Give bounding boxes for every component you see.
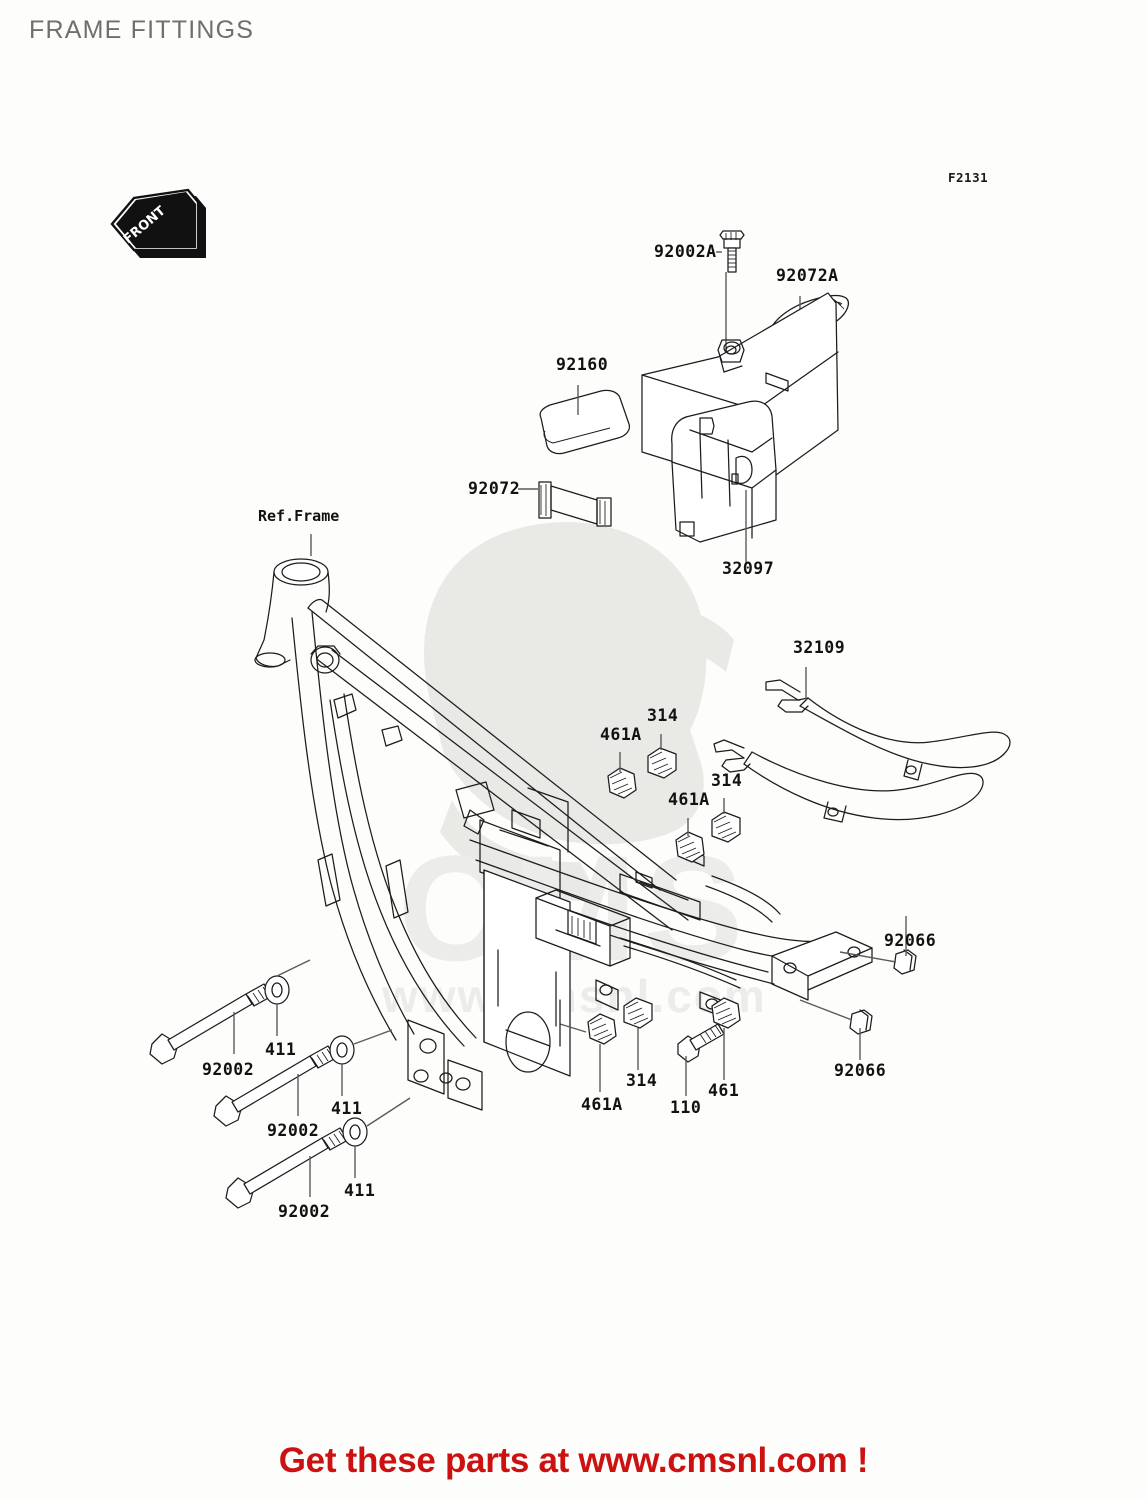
part-314-nut-right <box>711 798 741 843</box>
part-callout-32109: 32109 <box>793 638 845 657</box>
part-callout-461A: 461A <box>600 725 642 744</box>
part-callout-411: 411 <box>344 1181 375 1200</box>
part-ref-frame <box>254 534 873 1111</box>
part-callout-32097: 32097 <box>722 559 774 578</box>
part-callout-314: 314 <box>626 1071 657 1090</box>
page-title: FRAME FITTINGS <box>29 16 255 44</box>
part-461A-nut-lower <box>675 818 705 863</box>
part-callout-314: 314 <box>647 706 678 725</box>
part-92002-bolt-1 <box>149 983 273 1065</box>
part-461-nut-bottom <box>711 997 741 1080</box>
part-110-bolt <box>677 1023 725 1096</box>
svg-text:www.cmsnl.com: www.cmsnl.com <box>381 970 767 1022</box>
part-callout-92066: 92066 <box>884 931 936 950</box>
part-callout-92002: 92002 <box>202 1060 254 1079</box>
part-411-washer-3 <box>342 1097 411 1178</box>
part-92066-plug-lower <box>799 999 873 1060</box>
callout-labels: 92002A92072A92160920723209732109461A3144… <box>202 242 936 1221</box>
part-461A-nut-bottom <box>559 999 617 1092</box>
part-callout-92002: 92002 <box>267 1121 319 1140</box>
part-callout-92072: 92072 <box>468 479 520 498</box>
footer-promo: Get these parts at www.cmsnl.com ! <box>278 1441 869 1480</box>
part-32109-guard-bar <box>713 667 1011 823</box>
part-callout-461: 461 <box>708 1081 739 1100</box>
part-callout-92072A: 92072A <box>776 266 839 285</box>
part-callout-461A: 461A <box>668 790 710 809</box>
part-callout-314: 314 <box>711 771 742 790</box>
part-callout-411: 411 <box>331 1099 362 1118</box>
part-callout-92002A: 92002A <box>654 242 717 261</box>
part-92072-band <box>518 481 612 527</box>
part-411-washer-2 <box>329 1029 393 1096</box>
part-callout-411: 411 <box>265 1040 296 1059</box>
diagram-code: F2131 <box>948 170 989 185</box>
part-callout-461A: 461A <box>581 1095 623 1114</box>
part-92002-bolt-3 <box>225 1127 349 1209</box>
ref-frame-label: Ref.Frame <box>258 507 339 525</box>
part-32097-battery-case <box>641 292 839 562</box>
part-callout-92066: 92066 <box>834 1061 886 1080</box>
part-callout-92160: 92160 <box>556 355 608 374</box>
part-callout-92002: 92002 <box>278 1202 330 1221</box>
part-314-nut-upper <box>647 734 677 779</box>
front-arrow-icon: FRONT <box>110 188 206 258</box>
part-92160-damper-pad <box>539 385 631 455</box>
part-461A-nut-upper <box>607 752 637 799</box>
part-314-nut-bottom <box>623 997 653 1070</box>
part-92066-plug-upper <box>839 916 917 975</box>
part-411-washer-1 <box>264 959 311 1036</box>
part-callout-110: 110 <box>670 1098 701 1117</box>
